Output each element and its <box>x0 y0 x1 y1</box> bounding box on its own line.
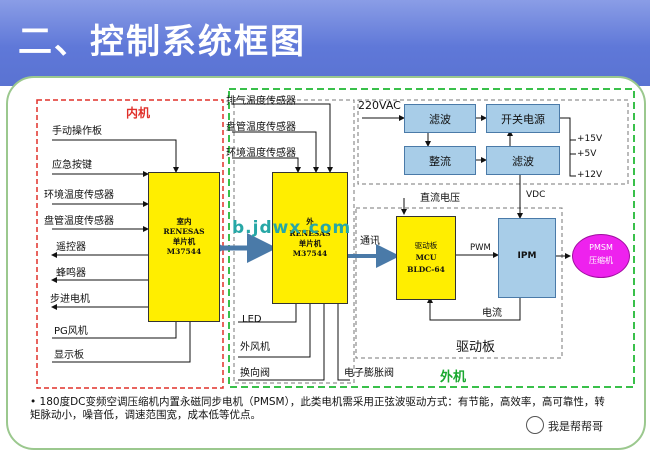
ipm-box: IPM <box>498 218 556 298</box>
sensor-exhaust: 排气温度传感器 <box>226 96 296 107</box>
indoor-title: 内机 <box>126 106 151 120</box>
outdoor-mcu-label-2: 单片机 <box>298 239 322 248</box>
output-stepper: 步进电机 <box>50 294 90 305</box>
watermark: b.jdwx.com <box>232 218 352 238</box>
output-led: LED <box>242 314 262 325</box>
pmsm-motor: PMSM 压缩机 <box>572 234 630 278</box>
filter-box-1: 滤波 <box>404 104 476 133</box>
ipm-label: IPM <box>517 251 537 261</box>
drive-mcu: 驱动板 MCU BLDC-64 <box>396 216 456 300</box>
voltage-15v: +15V <box>577 134 603 144</box>
drive-region <box>355 207 563 359</box>
switching-power-box: 开关电源 <box>486 104 560 133</box>
comm-label: 通讯 <box>360 236 380 247</box>
voltage-12v: +12V <box>577 170 603 180</box>
drive-mcu-label-0: 驱动板 <box>414 241 438 250</box>
outdoor-mcu-label-3: M37544 <box>292 249 328 258</box>
output-eev: 电子膨胀阀 <box>344 368 394 379</box>
motor-label-1: 压缩机 <box>589 256 613 265</box>
switching-power-label: 开关电源 <box>501 113 545 126</box>
wechat-icon <box>526 416 544 434</box>
input-ambient-sensor: 环境温度传感器 <box>44 190 114 201</box>
output-reversing-valve: 换向阀 <box>240 368 270 379</box>
outdoor-mcu-region <box>233 99 355 384</box>
input-manual-panel: 手动操作板 <box>52 126 102 137</box>
input-emergency-key: 应急按键 <box>52 160 92 171</box>
output-display: 显示板 <box>54 350 84 361</box>
indoor-mcu-label-0: 室内 <box>176 217 192 226</box>
power-region <box>357 99 629 185</box>
vdc-label: VDC <box>526 190 546 200</box>
drive-mcu-label-2: BLDC-64 <box>407 265 445 274</box>
indoor-mcu: 室内 RENESAS 单片机 M37544 <box>148 172 220 322</box>
power-input: 220VAC <box>358 99 401 112</box>
drive-mcu-label-1: MCU <box>415 253 437 262</box>
filter-label-2: 滤波 <box>512 155 534 168</box>
output-outdoor-fan: 外风机 <box>240 342 270 353</box>
output-buzzer: 蜂鸣器 <box>56 268 86 279</box>
brand-label: 我是帮帮哥 <box>548 420 603 433</box>
page-title: 二、控制系统框图 <box>18 22 306 62</box>
outdoor-mcu: 外 RENESAS 单片机 M37544 <box>272 172 348 304</box>
indoor-mcu-label-2: 单片机 <box>172 237 196 246</box>
outdoor-title: 外机 <box>440 370 467 385</box>
rectifier-box: 整流 <box>404 146 476 175</box>
current-label: 电流 <box>482 308 502 319</box>
outdoor-mcu-label-1: RENESAS <box>289 229 331 238</box>
motor-label-0: PMSM <box>589 243 613 252</box>
filter-label-1: 滤波 <box>429 113 451 126</box>
title-bar: 二、控制系统框图 <box>0 0 650 86</box>
input-remote: 遥控器 <box>56 242 86 253</box>
pwm-label: PWM <box>470 243 491 253</box>
rectifier-label: 整流 <box>429 155 451 168</box>
dc-voltage-label: 直流电压 <box>420 193 460 204</box>
sensor-ambient-out: 环境温度传感器 <box>226 148 296 159</box>
footer-bullet: • <box>30 396 37 408</box>
footer-note: • 180度DC变频空调压缩机内置永磁同步电机（PMSM），此类电机需采用正弦波… <box>30 396 610 422</box>
output-pg-fan: PG风机 <box>54 326 88 337</box>
input-coil-sensor: 盘管温度传感器 <box>44 216 114 227</box>
indoor-mcu-label-3: M37544 <box>166 247 202 256</box>
drive-board-label: 驱动板 <box>456 340 496 355</box>
outdoor-mcu-label-0: 外 <box>306 217 314 226</box>
filter-box-2: 滤波 <box>486 146 560 175</box>
footer-text: 180度DC变频空调压缩机内置永磁同步电机（PMSM），此类电机需采用正弦波驱动… <box>30 396 605 421</box>
indoor-mcu-label-1: RENESAS <box>163 227 205 236</box>
voltage-5v: +5V <box>577 149 597 159</box>
sensor-coil-out: 盘管温度传感器 <box>226 122 296 133</box>
